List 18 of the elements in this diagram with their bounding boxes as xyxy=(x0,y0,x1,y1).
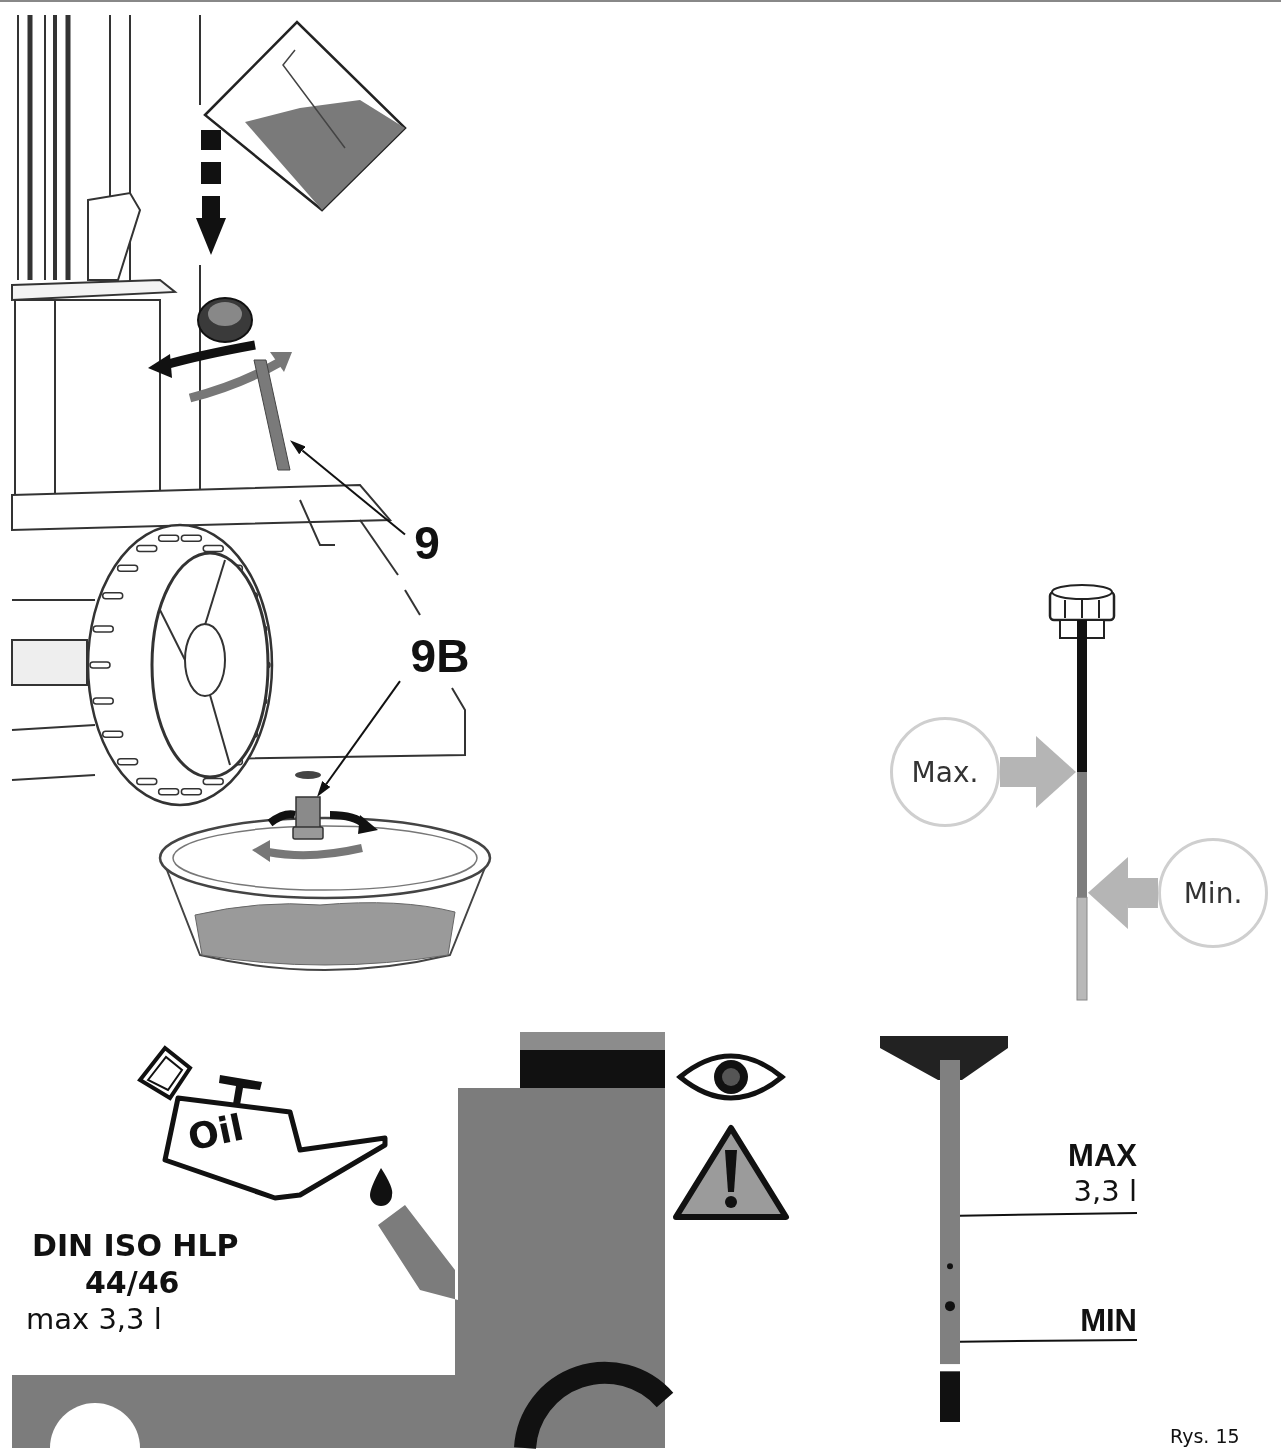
callout-number: 9 xyxy=(414,516,440,570)
block-arrow xyxy=(1088,856,1159,929)
level-label: MIN xyxy=(1080,1303,1137,1339)
oil-spec-label: 44/46 xyxy=(85,1265,180,1300)
volume-label: 3,3 l xyxy=(1073,1174,1137,1208)
callout-number: 9B xyxy=(410,629,470,683)
volume-label: max 3,3 l xyxy=(26,1302,162,1336)
block-arrow xyxy=(1000,736,1076,808)
level-label: MAX xyxy=(1068,1138,1137,1174)
leader-line xyxy=(959,1212,1138,1217)
oil-spec-label: DIN ISO HLP xyxy=(32,1228,239,1263)
leader-line xyxy=(290,440,406,536)
figure-number: Rys. 15 xyxy=(1170,1425,1240,1447)
level-circle: Min. xyxy=(1158,838,1268,948)
level-circle: Max. xyxy=(890,717,1000,827)
leader-line xyxy=(317,680,401,797)
can-label: Oil xyxy=(184,1106,247,1159)
leader-line xyxy=(959,1339,1138,1343)
